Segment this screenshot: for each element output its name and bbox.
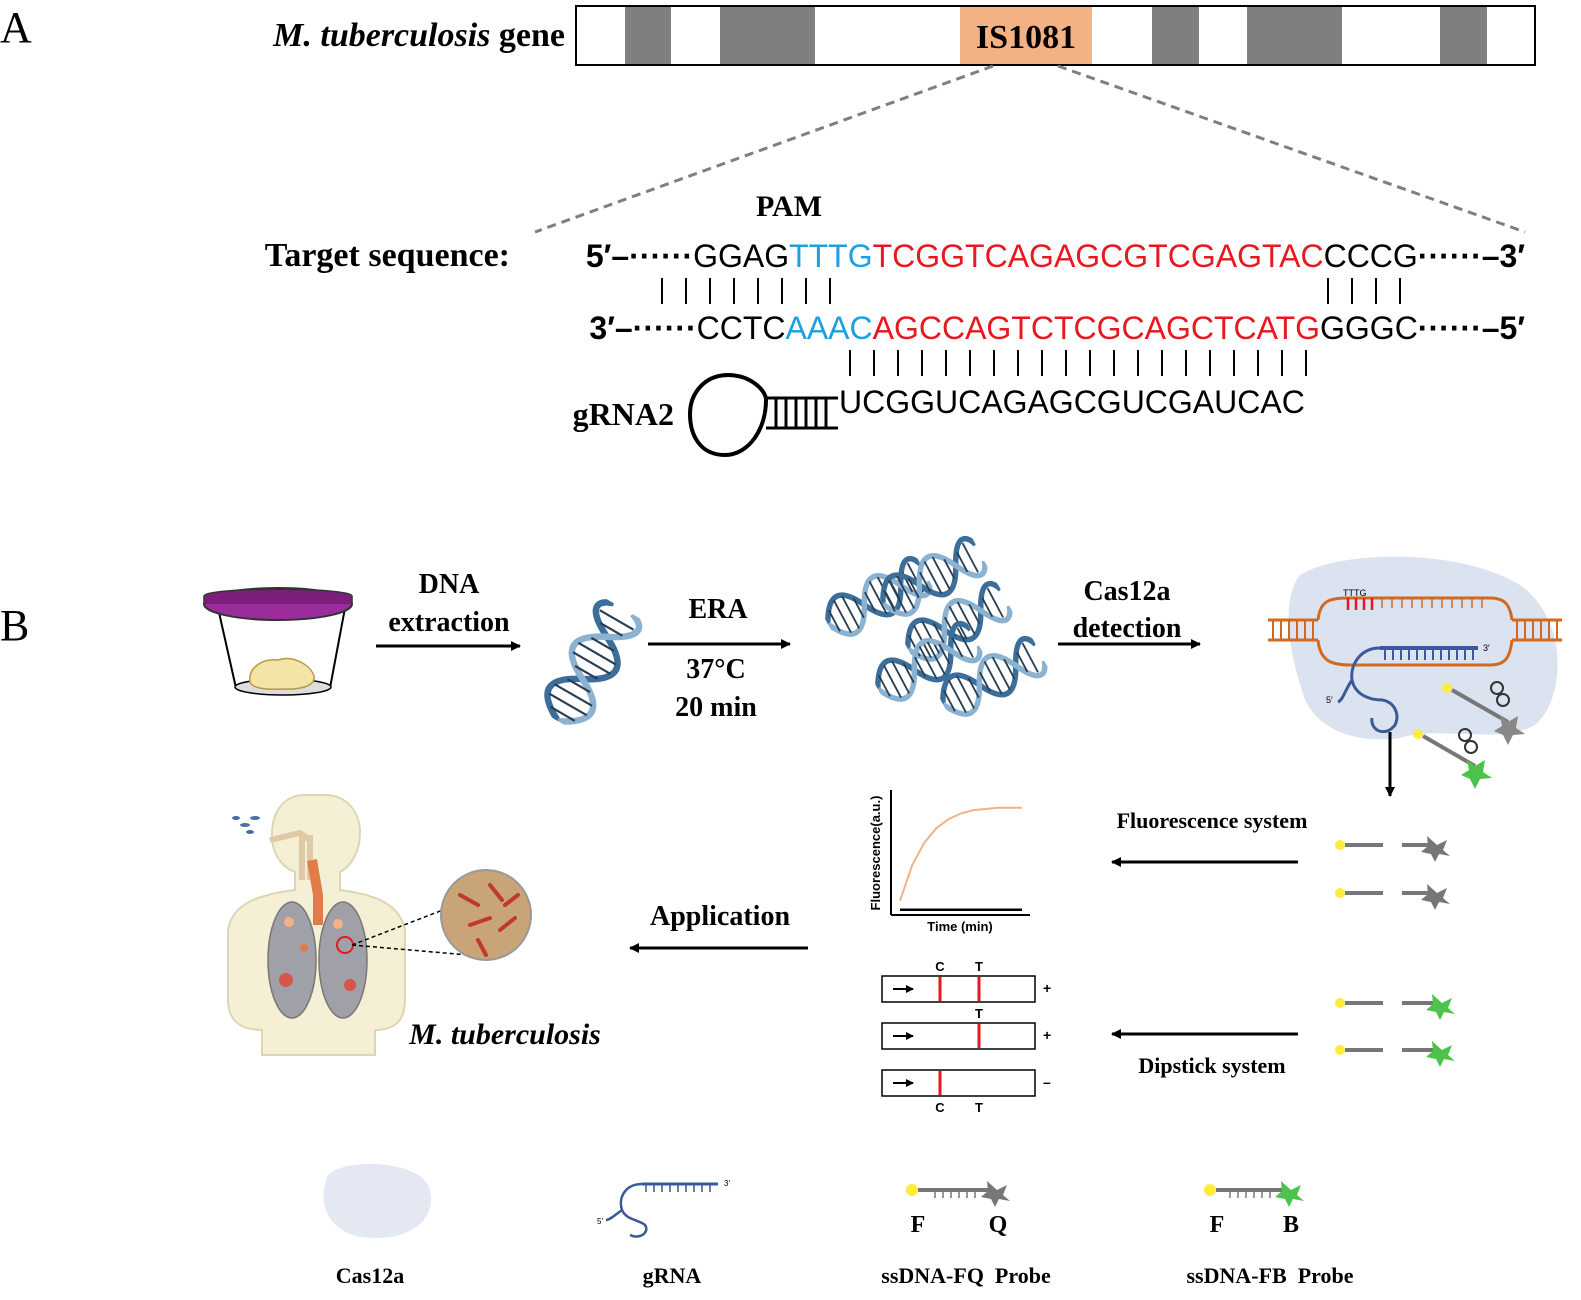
gene-segment [1247,7,1342,64]
panel-a-label: A [0,3,32,52]
panel-b-label: B [0,601,29,650]
legend-fb-probe-icon [1204,1181,1304,1207]
fluorescence-system-label: Fluorescence system [1117,808,1308,833]
strip1-c-label: C [935,959,945,974]
top-strand-left: GGAG [693,238,789,274]
step1-line1: DNA [419,569,480,600]
gene-segment [1440,7,1487,64]
complex-3prime: 3′ [1483,643,1490,653]
bottom-strand-pam: AAAC [785,310,872,346]
top-strand-right: CCCG [1324,238,1418,274]
strip2-result: + [1043,1027,1051,1043]
strip3-c-label: C [935,1100,945,1115]
is1081-segment [960,7,1092,64]
top-strand-target: TCGGTCAGAGCGTCGAGTAC [873,238,1324,274]
legend-fb-label: ssDNA-FB Probe [1186,1263,1353,1288]
zoom-line-left [534,64,994,234]
bottom-strand: 3′–······CCTCAAACAGCCAGTCTCGCAGCTCATGGGG… [589,310,1525,346]
base-pair-ticks-grna [849,350,1307,376]
sputum-jar-illustration [203,587,353,696]
dipstick-system-label: Dipstick system [1138,1053,1285,1078]
dipstick-strips: C T + T + – C T [881,959,1051,1115]
bacteria-magnified [440,869,532,961]
step1-line2: extraction [388,607,510,638]
grna-sequence: UCGGUCAGAGCGUCGAUCAC [839,384,1305,420]
legend-grna-label: gRNA [643,1263,702,1288]
legend-fq-q: Q [989,1212,1008,1238]
step2-time: 20 min [675,692,757,723]
application-label: Application [650,901,790,932]
strip1-t-label: T [975,959,983,974]
fluorescence-chart: Fluorescence(a.u.) Time (min) [868,790,1030,934]
gene-segment [1152,7,1199,64]
gene-title: M. tuberculosis gene [272,17,565,54]
grna2-label: gRNA2 [573,396,674,432]
dna-helix-amplified [818,534,1049,722]
bottom-strand-suffix: ······–5′ [1418,310,1526,346]
base-pair-ticks-top [661,278,1401,304]
human-lungs-illustration [227,794,532,1056]
grna-hairpin [687,372,838,458]
legend-grna-icon: 3′ 5′ [597,1179,730,1238]
bottom-strand-right: GGGC [1320,310,1418,346]
chart-y-label: Fluorescence(a.u.) [868,796,883,911]
strip1-result: + [1043,980,1051,996]
step2-temp: 37°C [686,654,745,685]
strip3-t-label: T [975,1100,983,1115]
legend-fb-b: B [1283,1212,1299,1238]
complex-pam-text: TTTG [1343,588,1367,598]
legend-cas12a-icon [323,1163,431,1239]
step3-line1: Cas12a [1083,576,1170,607]
legend: Cas12a 3′ 5′ gRNA [323,1163,1354,1288]
legend-fq-label: ssDNA-FQ Probe [881,1263,1051,1288]
strip3-result: – [1043,1074,1051,1090]
strip2-t-label: T [975,1006,983,1021]
top-strand-pam: TTTG [789,238,873,274]
is1081-label: IS1081 [976,19,1076,56]
dna-helix-single [537,596,644,733]
fb-probes-cleaved [1335,994,1455,1067]
complex-5prime: 5′ [1326,695,1333,705]
fq-probes-cleaved [1335,836,1450,910]
pam-label: PAM [756,190,822,223]
chart-series-signal [899,806,1022,902]
top-strand: 5′–······GGAGTTTGTCGGTCAGAGCGTCGAGTACCCC… [586,238,1525,274]
organism-label: M. tuberculosis [408,1018,601,1051]
gene-title-organism: M. tuberculosis [272,17,490,54]
step2-label: ERA [688,594,748,625]
legend-fq-probe-icon [906,1181,1010,1207]
chart-x-label: Time (min) [927,919,993,934]
gene-segment [625,7,671,64]
gene-title-rest: gene [490,17,565,54]
legend-fq-f: F [911,1212,926,1238]
top-strand-suffix: ······–3′ [1418,238,1526,274]
legend-grna-5prime: 5′ [597,1217,603,1226]
bottom-strand-prefix: 3′–······ [589,310,696,346]
legend-grna-3prime: 3′ [724,1179,730,1188]
top-strand-prefix: 5′–······ [586,238,693,274]
target-sequence-label: Target sequence: [265,237,510,274]
legend-cas12a-label: Cas12a [336,1263,404,1288]
zoom-line-right [1057,64,1526,234]
bottom-strand-left: CCTC [697,310,786,346]
gene-segment [720,7,815,64]
cas12a-complex: TTTG 3′ 5′ [1268,556,1562,789]
step3-line2: detection [1073,613,1182,644]
legend-fb-f: F [1210,1212,1225,1238]
bottom-strand-target: AGCCAGTCTCGCAGCTCATG [873,310,1320,346]
gene-bar: IS1081 [575,5,1536,66]
